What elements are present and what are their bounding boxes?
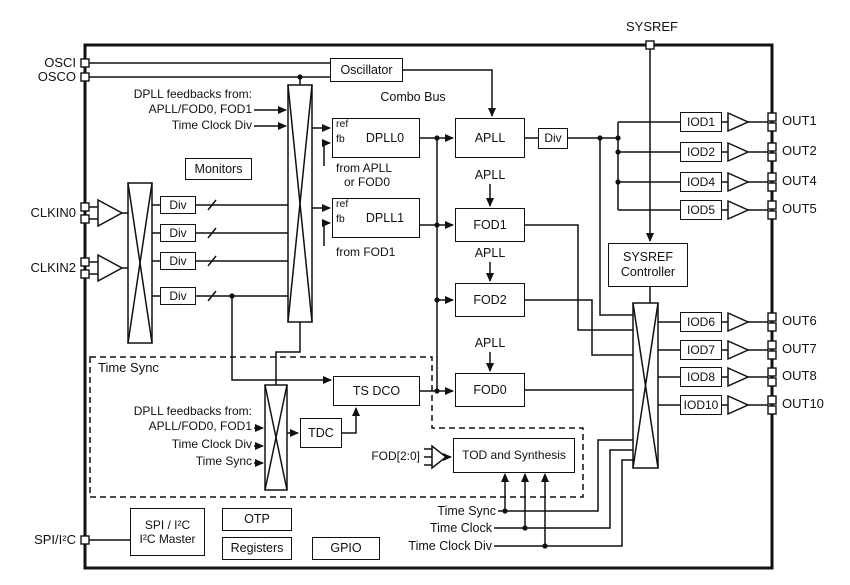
dpll-feedback-header: DPLL feedbacks from: <box>133 87 252 101</box>
ts-feedback-sources: APLL/FOD0, FOD1 <box>148 419 252 433</box>
dpll1-fb-source: from FOD1 <box>336 245 396 259</box>
time-sync-region-title: Time Sync <box>98 360 159 375</box>
tdc-block: TDC <box>300 418 342 448</box>
iod5-block: IOD5 <box>680 200 722 220</box>
pin-label-out7: OUT7 <box>782 341 817 356</box>
combo-bus-label: Combo Bus <box>380 90 446 104</box>
clkin2-pin <box>80 257 90 267</box>
package-pins <box>80 40 777 545</box>
dpll0-label: DPLL0 <box>365 131 405 145</box>
pin-label-out4: OUT4 <box>782 173 817 188</box>
monitors-block: Monitors <box>185 158 252 180</box>
dpll0-fb-label: fb <box>336 133 345 145</box>
ts-time-clock-div: Time Clock Div <box>171 437 252 451</box>
pin-label-out6: OUT6 <box>782 313 817 328</box>
crossbar-switches <box>127 84 659 491</box>
pin-label-out8: OUT8 <box>782 368 817 383</box>
apll-div-block: Div <box>538 128 568 149</box>
iod4-block: IOD4 <box>680 172 722 192</box>
input-buffer-icons <box>97 198 124 283</box>
dpll0-fb-source-line2: or FOD0 <box>344 175 391 189</box>
ts-time-sync: Time Sync <box>195 454 252 468</box>
pin-label-spi-i2c: SPI/I²C <box>34 532 76 547</box>
registers-block: Registers <box>222 537 292 560</box>
dpll1-block <box>332 198 420 238</box>
fod1-block: FOD1 <box>455 208 525 242</box>
pin-label-out2: OUT2 <box>782 143 817 158</box>
fod-bus-funnel-icon <box>431 444 448 470</box>
ts-dco-block: TS DCO <box>333 376 420 406</box>
pin-label-out1: OUT1 <box>782 113 817 128</box>
otp-block: OTP <box>222 508 292 531</box>
osco-pin <box>80 72 90 82</box>
pin-label-clkin2: CLKIN2 <box>30 260 76 275</box>
iod7-block: IOD7 <box>680 340 722 360</box>
ts-feedback-header: DPLL feedbacks from: <box>133 404 252 418</box>
pin-label-osco: OSCO <box>37 69 76 84</box>
apll-block: APLL <box>455 118 525 158</box>
divider-block-2: Div <box>160 224 196 242</box>
dpll0-fb-source-line1: from APLL <box>336 161 393 175</box>
osci-pin <box>80 58 90 68</box>
time-sync-region-outline <box>89 356 584 498</box>
fod2-block: FOD2 <box>455 283 525 317</box>
connector-wires <box>89 49 768 547</box>
dpll0-ref-label: ref <box>336 118 349 130</box>
spi-i2c-block: SPI / I²C I²C Master <box>130 508 205 556</box>
iod2-block: IOD2 <box>680 142 722 162</box>
clkin2-buffer-icon <box>97 253 124 283</box>
sysref-controller-block: SYSREF Controller <box>608 243 688 287</box>
clkin0-buffer-icon <box>97 198 124 228</box>
sysref-pin <box>645 40 655 50</box>
dpll1-label: DPLL1 <box>365 211 405 225</box>
signal-time-sync: Time Sync <box>437 504 496 518</box>
tod-synthesis-block: TOD and Synthesis <box>453 438 575 473</box>
apll-feed-label-fod2: APLL <box>474 246 506 260</box>
clkin0-pin <box>80 202 90 212</box>
iod8-block: IOD8 <box>680 367 722 387</box>
oscillator-block: Oscillator <box>330 58 403 82</box>
iod1-block: IOD1 <box>680 112 722 132</box>
dpll1-fb-label: fb <box>336 213 345 225</box>
dpll-feedback-timeclockdiv: Time Clock Div <box>171 118 252 132</box>
pin-label-out10: OUT10 <box>782 396 824 411</box>
dpll0-block <box>332 118 420 158</box>
junction-dots <box>229 74 621 549</box>
fod-bus-label: FOD[2:0] <box>371 449 420 463</box>
divider-block-4: Div <box>160 287 196 305</box>
iod10-block: IOD10 <box>680 395 722 415</box>
spi-pin <box>80 535 90 545</box>
pin-label-sysref: SYSREF <box>625 19 678 34</box>
signal-time-clock-div: Time Clock Div <box>408 539 492 553</box>
clkin0-pin-n <box>80 214 90 224</box>
gpio-block: GPIO <box>312 537 380 560</box>
divider-block-3: Div <box>160 252 196 270</box>
apll-feed-label-fod1: APLL <box>474 168 506 182</box>
pin-label-osci: OSCI <box>44 55 76 70</box>
pin-label-clkin0: CLKIN0 <box>30 205 76 220</box>
signal-time-clock: Time Clock <box>429 521 492 535</box>
clkin2-pin-n <box>80 269 90 279</box>
output-buffer-icons <box>727 111 750 416</box>
chip-outline <box>83 43 774 570</box>
fod0-block: FOD0 <box>455 373 525 407</box>
dpll1-ref-label: ref <box>336 198 349 210</box>
iod6-block: IOD6 <box>680 312 722 332</box>
pin-label-out5: OUT5 <box>782 201 817 216</box>
bus-slash-marks <box>207 199 217 302</box>
divider-block-1: Div <box>160 196 196 214</box>
dpll-feedback-sources: APLL/FOD0, FOD1 <box>148 102 252 116</box>
apll-feed-label-fod0: APLL <box>474 336 506 350</box>
